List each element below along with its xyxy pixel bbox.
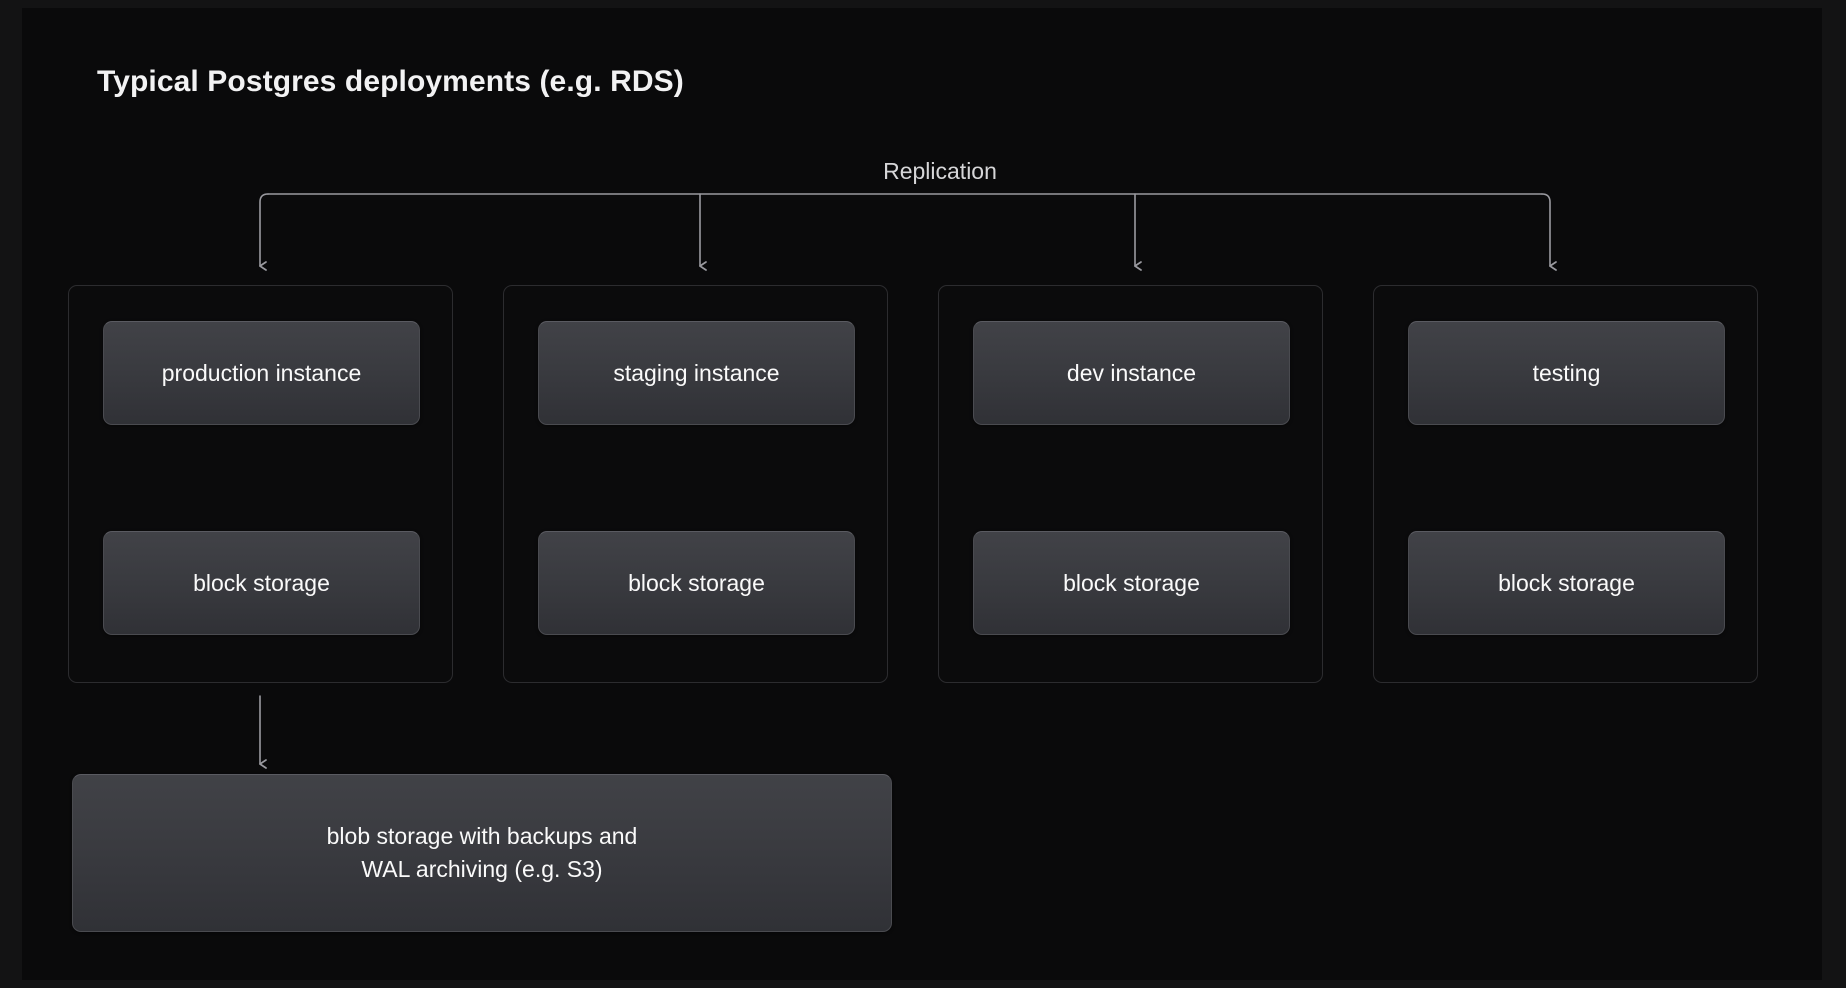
node-testing-instance[interactable]: testing <box>1408 321 1725 425</box>
group-box-production: production instance block storage <box>68 285 453 683</box>
node-dev-instance[interactable]: dev instance <box>973 321 1290 425</box>
blob-storage-line-1: blob storage with backups and <box>326 823 638 850</box>
node-label: block storage <box>628 569 765 596</box>
node-blob-storage[interactable]: blob storage with backups and WAL archiv… <box>72 774 892 932</box>
replication-label-text: Replication <box>883 158 997 184</box>
replication-arrow-testing <box>1541 193 1557 271</box>
group-box-staging: staging instance block storage <box>503 285 888 683</box>
node-label: staging instance <box>613 359 780 386</box>
node-production-instance[interactable]: production instance <box>103 321 420 425</box>
diagram-canvas: Typical Postgres deployments (e.g. RDS) … <box>22 8 1822 980</box>
replication-arrow-production <box>259 193 269 271</box>
replication-label: Replication <box>22 158 1822 185</box>
node-production-block-storage[interactable]: block storage <box>103 531 420 635</box>
node-label: dev instance <box>1066 359 1197 386</box>
node-label: block storage <box>1063 569 1200 596</box>
node-label: testing <box>1532 359 1601 386</box>
group-box-dev: dev instance block storage <box>938 285 1323 683</box>
node-staging-instance[interactable]: staging instance <box>538 321 855 425</box>
node-dev-block-storage[interactable]: block storage <box>973 531 1290 635</box>
node-staging-block-storage[interactable]: block storage <box>538 531 855 635</box>
node-label: block storage <box>1498 569 1635 596</box>
node-label: production instance <box>161 359 362 386</box>
group-box-testing: testing block storage <box>1373 285 1758 683</box>
page-title: Typical Postgres deployments (e.g. RDS) <box>97 65 684 98</box>
node-testing-block-storage[interactable]: block storage <box>1408 531 1725 635</box>
node-label: block storage <box>193 569 330 596</box>
blob-storage-line-2: WAL archiving (e.g. S3) <box>361 856 603 882</box>
